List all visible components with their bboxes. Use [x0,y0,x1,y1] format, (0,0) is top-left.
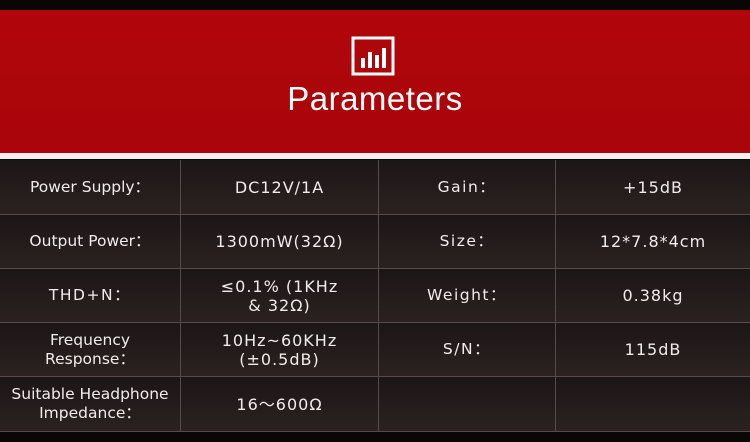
cell-line: Suitable Headphone [11,385,169,403]
spec-value-r1-value2: 12*7.8*4cm [556,215,750,269]
spec-table: Power Supply： DC12V/1A Gain： +15dB Output Po… [0,160,750,432]
spec-label-r4-label2 [379,377,556,432]
spec-value-r0-value2: +15dB [556,160,750,215]
cell-text: Gain： [438,178,497,197]
cell-text: 115dB [625,340,682,359]
cell-text: +15dB [623,178,683,197]
cell-line: S/N： [442,340,492,358]
cell-text: S/N： [443,340,491,359]
spec-label-r1-label2: Size： [379,215,556,269]
spec-value-r1-value1: 1300mW(32Ω) [181,215,379,269]
spec-value-r3-value2: 115dB [556,323,750,377]
cell-line: THD+N： [48,286,132,304]
cell-line: Size： [439,232,495,250]
cell-line: Power Supply： [29,177,151,196]
spec-label-r2-label1: THD+N： [0,269,181,323]
spec-value-r4-value2 [556,377,750,432]
cell-line: & 32Ω) [248,295,311,315]
cell-text: DC12V/1A [235,178,324,197]
spec-label-r1-label1: Output Power： [0,215,181,269]
cell-line: 16～600Ω [236,394,323,414]
cell-text: Weight： [427,286,507,305]
spec-value-r2-value1: ≤0.1% (1KHz& 32Ω) [181,269,379,323]
cell-line: Frequency [49,330,131,349]
spec-value-r3-value1: 10Hz~60KHz(±0.5dB) [181,323,379,377]
bar-chart-icon [351,36,395,76]
parameters-banner: Parameters [0,10,750,153]
top-strip [0,0,750,10]
cell-text: 1300mW(32Ω) [215,232,343,251]
cell-line: 1300mW(32Ω) [215,232,344,251]
cell-line: 10Hz~60KHz [221,330,338,350]
cell-text: ≤0.1% (1KHz& 32Ω) [221,277,338,315]
cell-text: Output Power： [29,232,150,251]
spec-label-r0-label1: Power Supply： [0,160,181,215]
cell-text: Power Supply： [30,178,150,197]
cell-text: 0.38kg [622,286,683,305]
spec-value-r4-value1: 16～600Ω [181,377,379,432]
cell-line: Gain： [437,177,497,196]
cell-line: ≤0.1% (1KHz [220,276,339,296]
cell-line: DC12V/1A [234,177,325,197]
spec-value-r0-value1: DC12V/1A [181,160,379,215]
cell-text: Size： [440,232,495,251]
divider [0,153,750,159]
spec-label-r2-label2: Weight： [379,269,556,323]
cell-line: Weight： [426,286,507,304]
cell-text: 16～600Ω [236,395,322,414]
cell-text: 10Hz~60KHz(±0.5dB) [222,331,337,369]
cell-text: THD+N： [49,286,131,305]
spec-label-r3-label2: S/N： [379,323,556,377]
cell-line: Response： [45,349,135,368]
spec-label-r0-label2: Gain： [379,160,556,215]
cell-line: Output Power： [29,232,151,250]
bottom-strip [0,432,750,442]
cell-line: 0.38kg [622,286,684,305]
cell-line: +15dB [623,177,683,197]
spec-value-r2-value2: 0.38kg [556,269,750,323]
page-title: Parameters [287,80,463,117]
cell-line: 12*7.8*4cm [599,232,707,251]
cell-line: 115dB [624,340,682,359]
cell-line: Impedance： [39,404,141,422]
cell-line: (±0.5dB) [239,349,320,369]
cell-text: 12*7.8*4cm [600,232,706,251]
